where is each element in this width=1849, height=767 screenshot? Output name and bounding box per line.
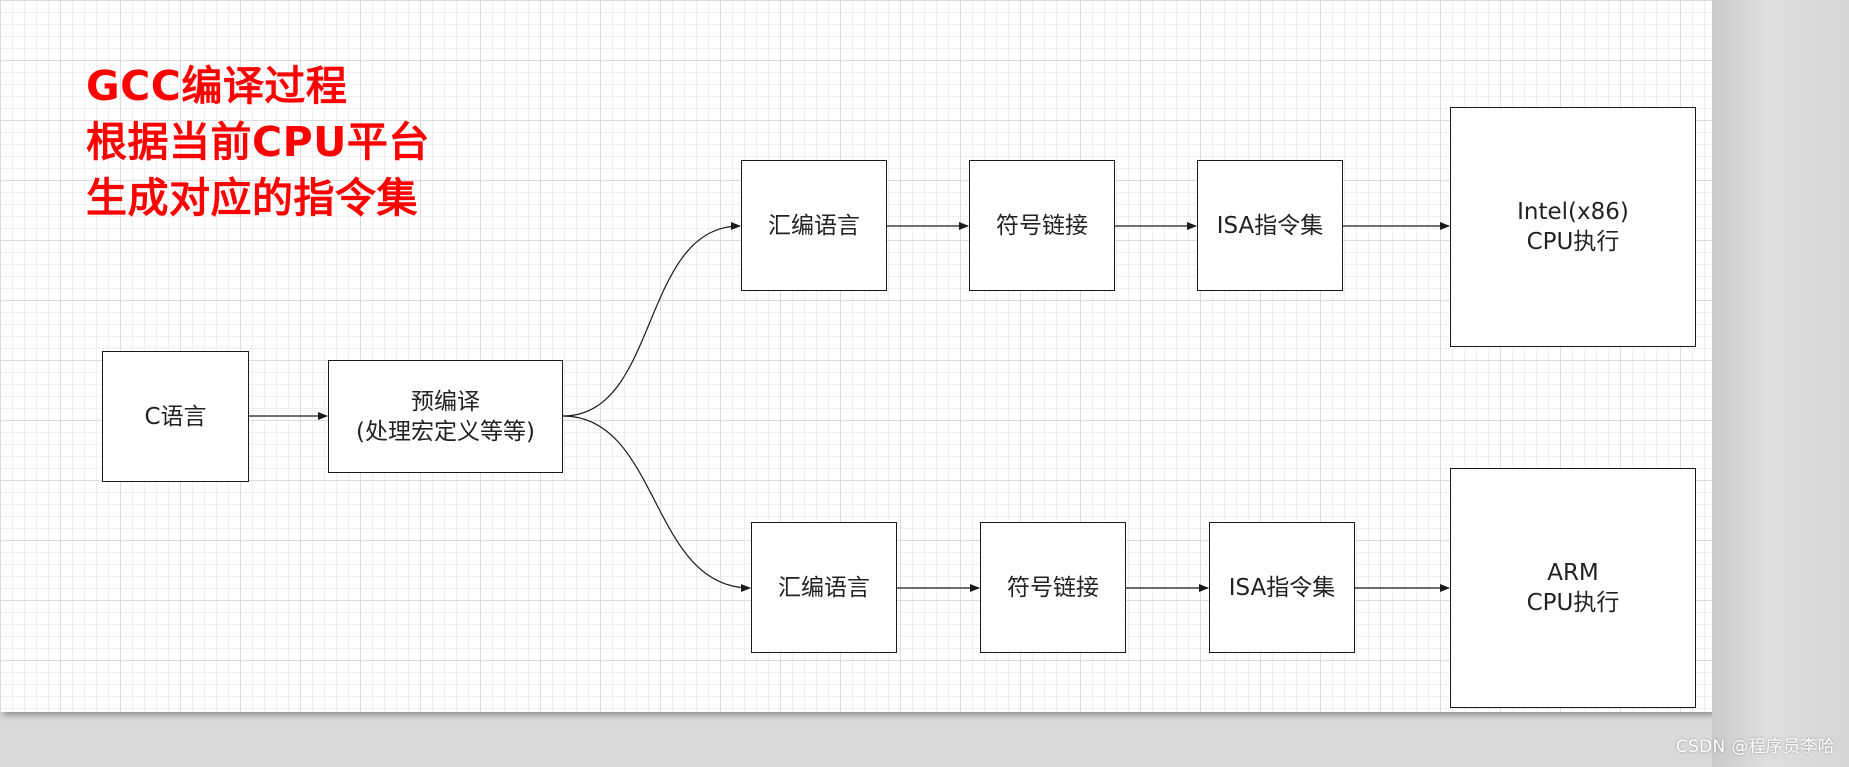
node-top-linking-label: 符号链接: [996, 212, 1088, 239]
node-top-linking: 符号链接: [969, 160, 1115, 291]
node-bottom-isa: ISA指令集: [1209, 522, 1355, 653]
node-top-cpu-line-1: Intel(x86): [1517, 199, 1629, 225]
node-bottom-linking-label: 符号链接: [1007, 574, 1099, 601]
connector-layer: [249, 222, 1450, 592]
node-bottom-assembly: 汇编语言: [751, 522, 897, 653]
node-c-language-label: C语言: [144, 403, 207, 430]
node-bottom-cpu-line-2: CPU执行: [1526, 590, 1620, 616]
node-precompile: 预编译 (处理宏定义等等): [328, 360, 563, 473]
node-bottom-cpu-line-1: ARM: [1547, 560, 1599, 586]
node-bottom-linking: 符号链接: [980, 522, 1126, 653]
node-bottom-isa-label: ISA指令集: [1228, 574, 1336, 601]
diagram-title: GCC编译过程 根据当前CPU平台 生成对应的指令集: [86, 58, 430, 226]
diagram-canvas: GCC编译过程 根据当前CPU平台 生成对应的指令集 C语言 预编译 (处理宏定…: [0, 0, 1712, 712]
node-c-language: C语言: [102, 351, 249, 482]
node-top-cpu-line-2: CPU执行: [1526, 229, 1620, 255]
node-top-cpu: Intel(x86) CPU执行: [1450, 107, 1696, 347]
title-line-2: 根据当前CPU平台: [86, 118, 430, 166]
node-precompile-line-2: (处理宏定义等等): [356, 418, 535, 445]
watermark: CSDN @程序员李哈: [1675, 737, 1835, 757]
node-bottom-cpu: ARM CPU执行: [1450, 468, 1696, 708]
arrow-precompile-to-bottom-assembly: [562, 415, 751, 592]
canvas-margin: [1712, 0, 1849, 767]
node-top-assembly: 汇编语言: [741, 160, 887, 291]
node-top-isa: ISA指令集: [1197, 160, 1343, 291]
node-top-isa-label: ISA指令集: [1216, 212, 1324, 239]
node-precompile-line-1: 预编译: [411, 388, 480, 415]
node-bottom-assembly-label: 汇编语言: [778, 574, 870, 601]
title-line-3: 生成对应的指令集: [86, 174, 418, 222]
title-line-1: GCC编译过程: [86, 62, 348, 110]
arrow-precompile-to-top-assembly: [562, 222, 741, 417]
node-top-assembly-label: 汇编语言: [768, 212, 860, 239]
